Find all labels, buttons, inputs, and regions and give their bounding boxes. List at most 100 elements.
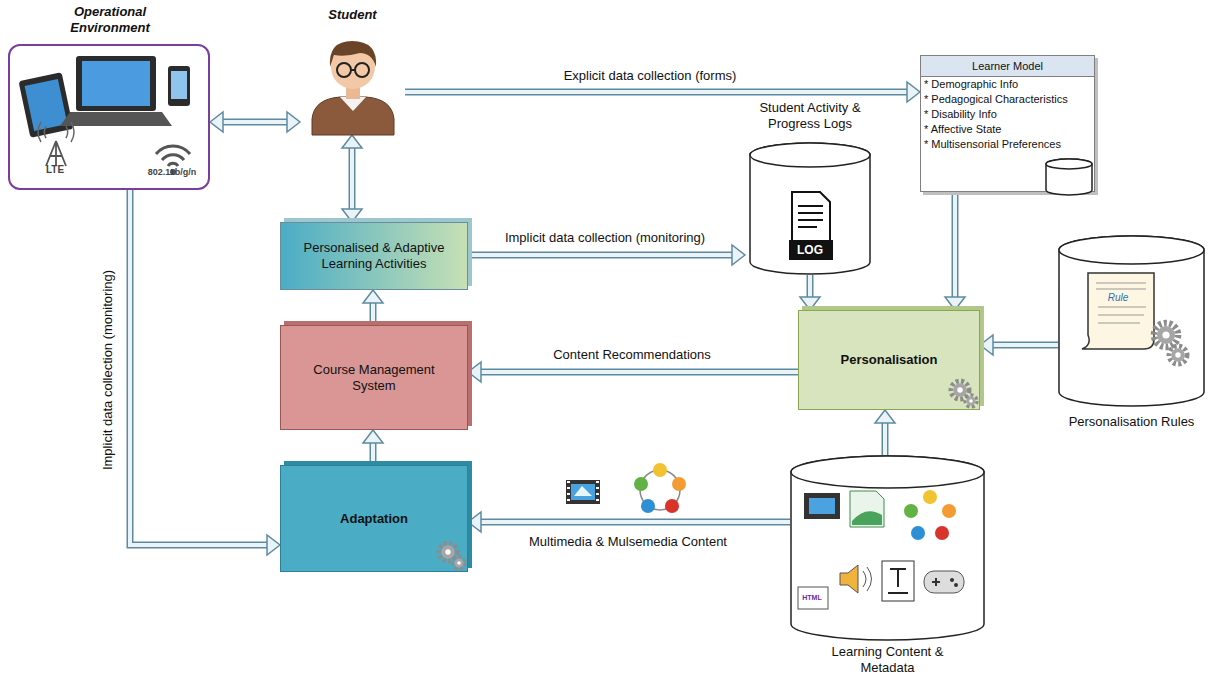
arrow-fill: [992, 343, 1058, 347]
gear-teeth: [965, 395, 977, 407]
node-illustration: [435, 539, 467, 571]
arrow-head: [468, 512, 481, 532]
connector-label: Multimedia & Mulsemedia Content: [526, 534, 730, 550]
flow-arrow: [342, 135, 362, 222]
arrow-fill: [883, 422, 887, 455]
connector-label: Implicit data collection (monitoring): [100, 267, 116, 473]
arrow-head: [287, 112, 300, 132]
gear-hole: [1175, 352, 1180, 357]
student-node: Student: [300, 5, 405, 135]
arrow-head: [342, 135, 362, 148]
node-label: * Disability Info: [921, 107, 1094, 122]
arrow-fill: [480, 370, 798, 374]
flow-arrow: [210, 112, 300, 132]
node-label: Student: [328, 7, 376, 23]
node-label: Operational Environment: [40, 4, 180, 36]
node-label: * Affective State: [921, 122, 1094, 137]
arrow-head: [267, 535, 280, 555]
arrow-head: [363, 430, 383, 443]
gear-body: [1157, 326, 1175, 344]
icon-label: Rule: [1108, 292, 1129, 303]
adapt-node: Adaptation: [280, 465, 468, 572]
flow-arrow: [800, 275, 820, 310]
node-label: * Pedagogical Characteristics: [921, 92, 1094, 107]
cms-node: Course Management System: [280, 325, 468, 430]
gear-hole: [445, 549, 450, 554]
arrow-fill: [371, 302, 375, 325]
gear-teeth: [1169, 346, 1187, 364]
connector-label: Explicit data collection (forms): [561, 68, 740, 84]
arrow-outline: [349, 147, 356, 210]
gear-hole: [457, 561, 461, 565]
arrow-fill: [808, 275, 812, 298]
flow-arrow: [363, 290, 383, 325]
node-label: Learning Content & Metadata: [815, 644, 960, 676]
icon-label: HTML: [802, 594, 821, 602]
node-label: Personalisation Rules: [1059, 414, 1204, 430]
arrow-fill: [350, 147, 354, 210]
arrow-head: [875, 410, 895, 423]
content-node: Learning Content & Metadata: [790, 455, 985, 676]
arrow-fill: [468, 253, 733, 257]
cylinder-top: [750, 143, 870, 167]
arrow-head: [363, 290, 383, 303]
flow-arrow: [405, 82, 920, 102]
cylinder-top: [1046, 159, 1092, 169]
gear-body: [967, 397, 976, 406]
learner-node: Learner Model* Demographic Info* Pedagog…: [920, 55, 1095, 192]
cylinder-top: [1059, 236, 1204, 264]
flow-arrow: [363, 430, 383, 465]
node-illustration: [10, 46, 208, 188]
flow-arrow: [468, 512, 790, 532]
arrow-fill: [953, 192, 957, 298]
arrow-fill: [130, 190, 268, 545]
node-illustration: [1058, 235, 1205, 407]
gear-body: [1171, 348, 1185, 362]
arrow-head: [800, 297, 820, 310]
arrow-outline: [468, 252, 733, 259]
flow-arrow: [468, 362, 798, 382]
node-label: Student Activity & Progress Logs: [745, 100, 875, 132]
node-label: Personalised & Adaptive Learning Activit…: [291, 240, 457, 272]
node-label: * Multisensorial Preferences: [921, 137, 1094, 152]
gear-teeth: [453, 557, 465, 569]
connector-label: Implicit data collection (monitoring): [502, 230, 708, 246]
node-illustration: [947, 377, 979, 409]
arrow-outline: [807, 275, 814, 298]
icon-label: LTE: [46, 164, 64, 175]
arrow-head: [732, 245, 745, 265]
arrow-head: [945, 297, 965, 310]
node-label: Course Management System: [291, 362, 457, 394]
arrow-head: [907, 82, 920, 102]
arrow-outline: [952, 192, 959, 298]
node-illustration: [300, 27, 405, 135]
arrow-outline: [130, 190, 268, 545]
cylinder-body: [791, 456, 984, 640]
cylinder-body: [1046, 159, 1092, 195]
gear-body: [953, 383, 967, 397]
arrow-outline: [480, 369, 798, 376]
flow-arrow: [130, 190, 280, 555]
arrow-outline: [882, 422, 889, 455]
arrow-outline: [370, 442, 377, 465]
pers-node: Personalisation: [798, 310, 980, 410]
gear-hole: [1162, 331, 1169, 338]
gear-hole: [957, 387, 962, 392]
icon-label: LOG: [797, 244, 823, 257]
arrow-head: [980, 335, 993, 355]
flow-arrow: [875, 410, 895, 455]
node-illustration: [1044, 157, 1094, 197]
media-icons: [566, 463, 686, 513]
arrow-fill: [371, 442, 375, 465]
node-label: Learner Model: [921, 56, 1094, 77]
cylinder-top: [791, 456, 984, 488]
arrow-head: [342, 209, 362, 222]
icon-label: 802.11b/g/n: [148, 168, 197, 178]
arrow-head: [210, 112, 223, 132]
cylinder-body: [1059, 236, 1204, 406]
film-icon: [566, 480, 600, 504]
arrow-outline: [222, 119, 288, 126]
pal-node: Personalised & Adaptive Learning Activit…: [280, 222, 468, 290]
arrow-head: [468, 362, 481, 382]
arrow-fill: [405, 90, 908, 94]
